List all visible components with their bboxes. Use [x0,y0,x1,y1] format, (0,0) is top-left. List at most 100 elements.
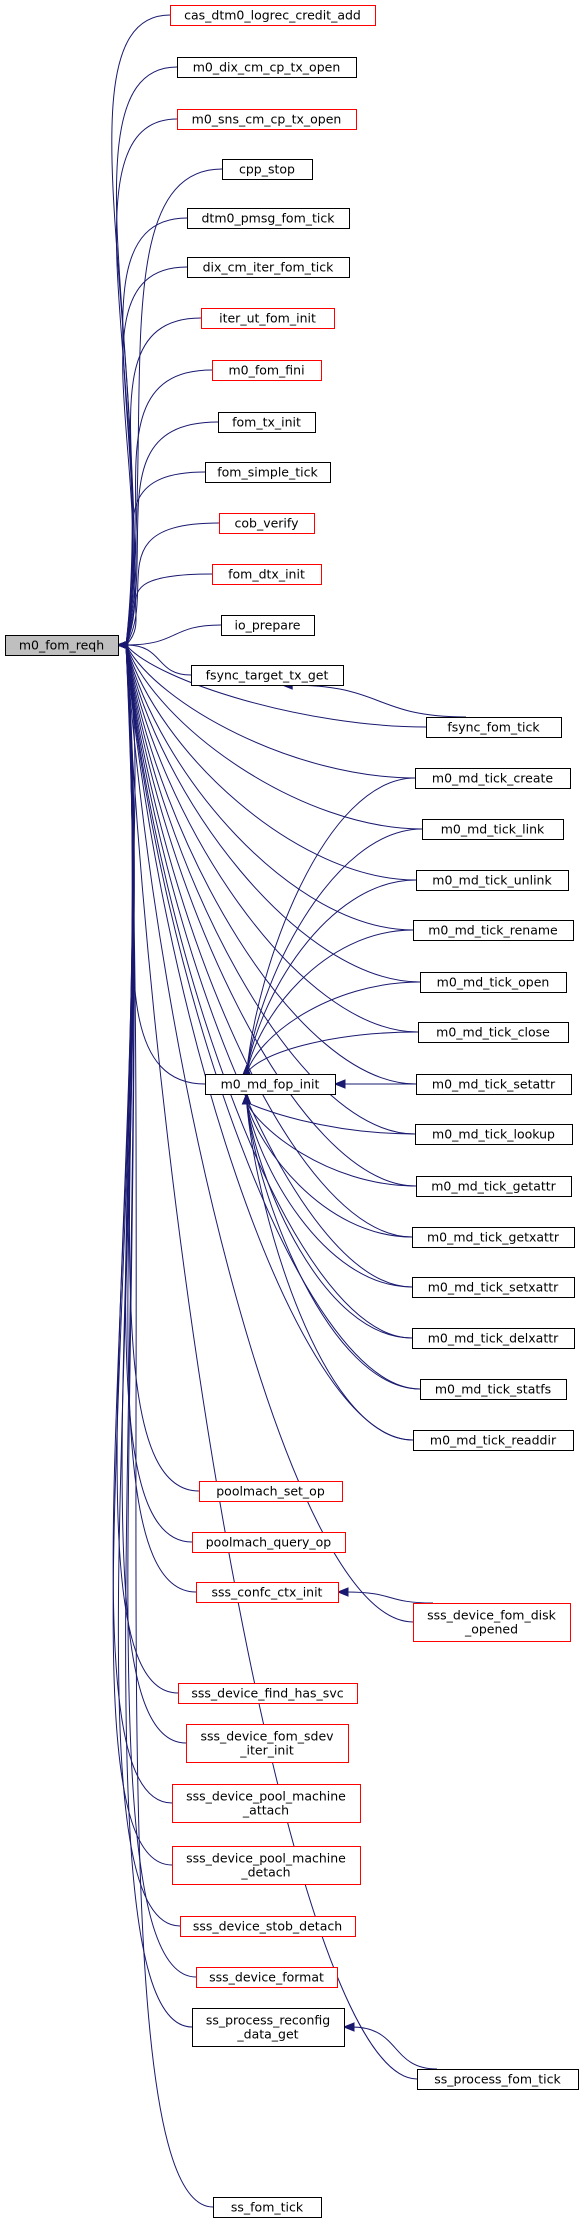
node-label: fom_tx_init [232,415,301,430]
edge-sss_disk_opened-to-focus [125,644,414,1623]
node-box [415,1124,573,1145]
edge-sss_confc-to-focus [125,644,197,1593]
node-cob-verify[interactable]: cob_verify [219,513,315,534]
node-ss-fom-tick-proc[interactable]: ss_process_fom_tick [417,2069,579,2090]
node-label: sss_confc_ctx_init [212,1585,323,1600]
node-md-setattr[interactable]: m0_md_tick_setattr [416,1074,572,1095]
node-box [196,1582,339,1603]
node-box [413,1603,571,1642]
node-dtm0-pmsg[interactable]: dtm0_pmsg_fom_tick [187,208,350,229]
node-sss-stob-detach[interactable]: sss_device_stob_detach [180,1916,356,1937]
edge-md_readdir-to-focus [125,644,414,1441]
edge-md_unlink-to-md-fop-init [246,879,417,1075]
node-md-close[interactable]: m0_md_tick_close [418,1022,569,1043]
node-label: m0_fom_fini [228,363,304,378]
node-box [172,1846,361,1885]
node-dix-cm-iter[interactable]: dix_cm_iter_fom_tick [187,257,350,278]
node-md-fop-init[interactable]: m0_md_fop_init [205,1074,336,1095]
node-iter-ut[interactable]: iter_ut_fom_init [201,308,335,329]
node-md-link[interactable]: m0_md_tick_link [422,819,564,840]
node-box [412,1227,575,1248]
node-box [187,257,350,278]
edge-md_statfs-to-md-fop-init [246,1101,421,1390]
node-box [170,5,376,26]
node-m0-dix-cm[interactable]: m0_dix_cm_cp_tx_open [177,57,357,78]
node-poolmach-query[interactable]: poolmach_query_op [192,1532,346,1553]
node-label: m0_md_tick_getattr [431,1179,556,1194]
edge-m0_fom_fini-to-focus [125,369,213,646]
edge-iter_ut-to-focus [125,317,202,646]
node-cas-dtm0[interactable]: cas_dtm0_logrec_credit_add [170,5,376,26]
node-box [416,870,569,891]
node-label: m0_md_tick_open [437,975,550,990]
node-md-rename[interactable]: m0_md_tick_rename [413,920,574,941]
node-label: m0_md_tick_unlink [432,873,552,888]
node-label: m0_md_tick_close [436,1025,550,1040]
node-sss-sdev-iter[interactable]: sss_device_fom_sdev_iter_init [186,1724,349,1763]
node-sss-pool-attach[interactable]: sss_device_pool_machine_attach [172,1784,361,1823]
node-md-readdir[interactable]: m0_md_tick_readdir [413,1430,574,1451]
graph-edges [111,14,467,2208]
node-box [213,2197,322,2218]
edge-md_getattr-to-focus [125,644,417,1187]
node-sss-pool-detach[interactable]: sss_device_pool_machine_detach [172,1846,361,1885]
node-label: m0_fom_reqh [19,638,104,653]
node-ss-fom-tick[interactable]: ss_fom_tick [213,2197,322,2218]
node-label: m0_md_tick_setxattr [428,1280,559,1295]
edge-fom-tick-proc-to-reconfig [351,2026,438,2070]
node-fsync-fom-tick[interactable]: fsync_fom_tick [426,717,562,738]
focus-node[interactable]: m0_fom_reqh [5,635,119,656]
node-m0-sns-cm[interactable]: m0_sns_cm_cp_tx_open [177,109,357,130]
node-cpp-stop[interactable]: cpp_stop [222,159,313,180]
edge-md_setxattr-to-md-fop-init [246,1101,413,1288]
node-fom-simple-tick[interactable]: fom_simple_tick [205,462,331,483]
node-md-lookup[interactable]: m0_md_tick_lookup [415,1124,573,1145]
node-label: _iter_init [239,1743,294,1758]
node-label: sss_device_fom_disk [427,1608,556,1623]
node-sss-find-svc[interactable]: sss_device_find_has_svc [178,1683,358,1704]
node-box [186,1724,349,1763]
node-box [412,1328,575,1349]
node-md-getxattr[interactable]: m0_md_tick_getxattr [412,1227,575,1248]
edge-md_create-to-md-fop-init [246,777,416,1075]
edge-disk-opened-to-confc-arrowhead [336,1587,349,1597]
node-md-open[interactable]: m0_md_tick_open [420,972,567,993]
node-label: dtm0_pmsg_fom_tick [202,211,336,226]
node-label: m0_md_tick_delxattr [428,1331,559,1346]
node-label: m0_md_tick_statfs [435,1382,551,1397]
node-label: m0_md_tick_readdir [430,1433,557,1448]
edge-disk-opened-to-confc [345,1591,434,1604]
node-md-delxattr[interactable]: m0_md_tick_delxattr [412,1328,575,1349]
node-md-statfs[interactable]: m0_md_tick_statfs [420,1379,567,1400]
node-md-unlink[interactable]: m0_md_tick_unlink [416,870,569,891]
node-m0-fom-fini[interactable]: m0_fom_fini [212,360,322,381]
node-fom-dtx-init[interactable]: fom_dtx_init [212,564,322,585]
node-box [191,665,344,686]
edge-md_readdir-to-md-fop-init [246,1101,414,1441]
node-poolmach-set[interactable]: poolmach_set_op [199,1481,343,1502]
graph-nodes: m0_fom_reqh cas_dtm0_logrec_credit_add m0_… [5,5,579,2218]
node-md-setxattr[interactable]: m0_md_tick_setxattr [412,1277,575,1298]
node-box [426,717,562,738]
node-ss-reconfig[interactable]: ss_process_reconfig_data_get [192,2008,345,2047]
edge-sss_stob_detach-to-focus [117,644,181,1927]
node-io-prepare[interactable]: io_prepare [221,615,315,636]
node-box [177,109,357,130]
node-label: _attach [242,1803,289,1818]
node-sss-confc[interactable]: sss_confc_ctx_init [196,1582,339,1603]
node-box [222,159,313,180]
node-box [420,972,567,993]
node-box [180,1916,356,1937]
node-sss-disk-opened[interactable]: sss_device_fom_disk_opened [413,1603,571,1642]
node-label: ss_process_fom_tick [434,2072,561,2087]
node-fsync-target[interactable]: fsync_target_tx_get [191,665,344,686]
node-md-create[interactable]: m0_md_tick_create [415,768,571,789]
node-sss-format[interactable]: sss_device_format [196,1967,338,1988]
node-label: fsync_fom_tick [447,720,540,735]
node-fom-tx-init[interactable]: fom_tx_init [218,412,316,433]
node-md-getattr[interactable]: m0_md_tick_getattr [416,1176,572,1197]
node-box [205,1074,336,1095]
edge-md_setattr-to-md-fop-init-arrowhead [333,1079,346,1089]
node-label: m0_md_tick_rename [428,923,558,938]
node-label: sss_device_pool_machine [186,1789,346,1804]
